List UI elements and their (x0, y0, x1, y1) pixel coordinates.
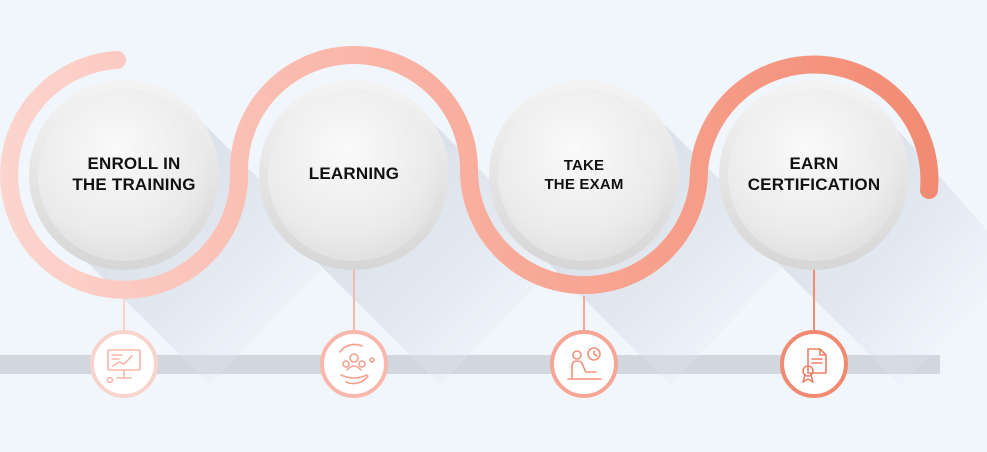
step-label-2: LEARNING (269, 163, 439, 184)
step-disc-2 (259, 80, 449, 270)
certificate-ribbon-icon (780, 330, 848, 398)
step-1-line-1: ENROLL IN (87, 154, 181, 173)
step-1-line-2: THE TRAINING (72, 175, 196, 194)
step-4-line-2: CERTIFICATION (747, 175, 881, 194)
step-disc-3 (489, 80, 679, 270)
timeline-bar (0, 355, 940, 374)
step-4-line-1: EARN (789, 154, 839, 173)
step-label-3: TAKE THE EXAM (499, 156, 669, 194)
presentation-board-icon (90, 330, 158, 398)
step-disc-4 (719, 80, 909, 270)
learning-group-icon (320, 330, 388, 398)
step-label-4: EARN CERTIFICATION (729, 153, 899, 195)
step-3-line-1: TAKE (563, 157, 605, 174)
step-2-line-1: LEARNING (308, 164, 400, 183)
exam-clock-icon (550, 330, 618, 398)
step-label-1: ENROLL IN THE TRAINING (49, 153, 219, 195)
process-wave (0, 46, 939, 299)
step-disc-1 (29, 80, 219, 270)
step-3-line-2: THE EXAM (544, 176, 624, 193)
